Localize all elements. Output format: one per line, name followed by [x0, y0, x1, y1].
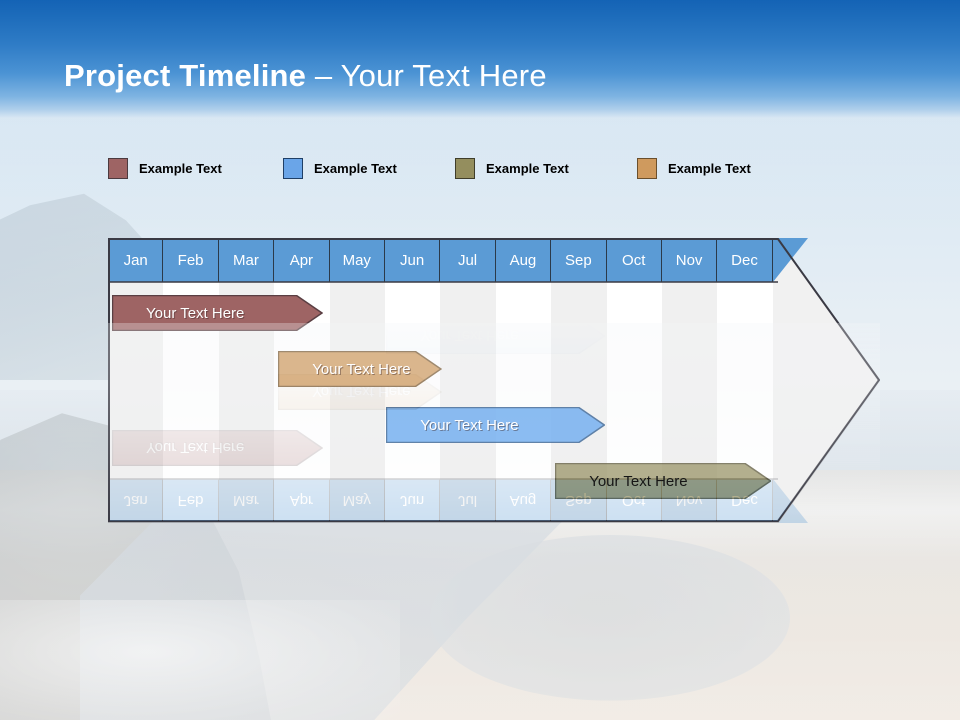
legend-item: Example Text — [455, 157, 569, 179]
month-column: Jan — [108, 238, 164, 522]
timeline-bar-label: Your Text Here — [312, 360, 411, 378]
timeline-bar-label: Your Text Here — [420, 416, 519, 434]
month-header-jul: Jul — [440, 238, 496, 282]
month-header-aug: Aug — [495, 238, 552, 282]
month-header-nov: Nov — [661, 238, 718, 282]
month-header-dec: Dec — [717, 238, 773, 282]
legend-item-label: Example Text — [139, 160, 222, 176]
month-header-oct: Oct — [606, 238, 662, 282]
month-column: Mar — [218, 238, 275, 522]
legend-item: Example Text — [637, 157, 751, 179]
legend-swatch-icon — [637, 157, 657, 179]
legend-swatch-icon — [283, 157, 303, 179]
legend-swatch-icon — [455, 157, 475, 179]
timeline-bar[interactable]: Your Text Here — [278, 351, 442, 387]
timeline-bar-label: Your Text Here — [146, 304, 245, 322]
month-header-sep: Sep — [551, 238, 607, 282]
legend-item-label: Example Text — [486, 160, 569, 176]
legend-item-label: Example Text — [314, 160, 397, 176]
page-title: Project Timeline – Your Text Here — [64, 58, 547, 94]
month-column: Aug — [495, 238, 552, 522]
month-header-jun: Jun — [384, 238, 441, 282]
legend-swatch-icon — [108, 157, 128, 179]
month-header-feb: Feb — [163, 238, 219, 282]
timeline-bar[interactable]: Your Text Here — [386, 407, 606, 443]
month-header-mar: Mar — [218, 238, 275, 282]
timeline-bar[interactable]: Your Text Here — [112, 295, 323, 331]
month-header-apr: Apr — [274, 238, 330, 282]
title-band — [0, 0, 960, 118]
legend-item: Example Text — [108, 157, 222, 179]
month-header-may: May — [329, 238, 385, 282]
legend-item-label: Example Text — [668, 160, 751, 176]
month-column: Feb — [163, 238, 219, 522]
timeline-bar-label: Your Text Here — [589, 472, 688, 490]
page-title-main: Project Timeline — [64, 58, 307, 93]
month-column: Jul — [440, 238, 496, 522]
timeline-bar[interactable]: Your Text Here — [555, 463, 772, 499]
legend-item: Example Text — [283, 157, 397, 179]
month-header-jan: Jan — [108, 238, 164, 282]
page-title-suffix: – Your Text Here — [306, 58, 547, 93]
